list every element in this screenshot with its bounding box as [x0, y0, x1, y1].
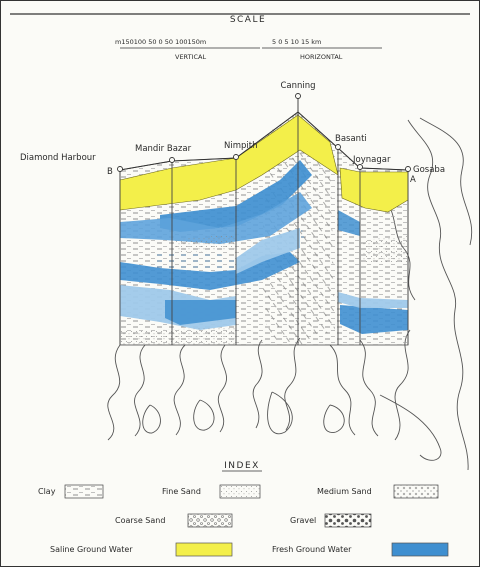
horizontal-scale-label: HORIZONTAL [300, 53, 343, 61]
site-label-nimpith: Nimpith [224, 141, 257, 151]
legend-swatch-medium-sand [394, 485, 438, 498]
site-label-diamond-harbour: Diamond Harbour [20, 153, 96, 163]
legend-label-gravel: Gravel [290, 516, 316, 525]
legend-swatch-clay [65, 485, 103, 498]
legend-swatch-fine-sand [220, 485, 260, 498]
vertical-scale-ticks: m150100 50 0 50 100150m [115, 38, 206, 46]
legend-label-fresh-water: Fresh Ground Water [272, 545, 352, 554]
legend-swatch-saline-water [176, 543, 232, 556]
legend-label-fine-sand: Fine Sand [162, 487, 201, 496]
legend-swatch-fresh-water [392, 543, 448, 556]
section-end-b: B [107, 167, 113, 177]
site-label-joynagar: Joynagar [352, 155, 391, 165]
horizontal-scale-ticks: 5 0 5 10 15 km [272, 38, 321, 46]
legend-label-clay: Clay [38, 487, 56, 496]
site-label-mandir-bazar: Mandir Bazar [135, 144, 192, 154]
legend-swatch-gravel [325, 514, 371, 527]
legend-swatch-coarse-sand [188, 514, 232, 527]
legend-title: INDEX [224, 461, 260, 471]
site-label-basanti: Basanti [335, 134, 367, 144]
legend-label-medium-sand: Medium Sand [317, 487, 372, 496]
vertical-scale-label: VERTICAL [175, 53, 206, 61]
site-label-gosaba: Gosaba [413, 165, 445, 175]
section-end-a: A [410, 175, 416, 185]
scale-title: SCALE [230, 15, 266, 25]
legend-label-coarse-sand: Coarse Sand [115, 516, 165, 525]
legend-label-saline-water: Saline Ground Water [50, 545, 133, 554]
site-label-canning: Canning [280, 81, 315, 91]
